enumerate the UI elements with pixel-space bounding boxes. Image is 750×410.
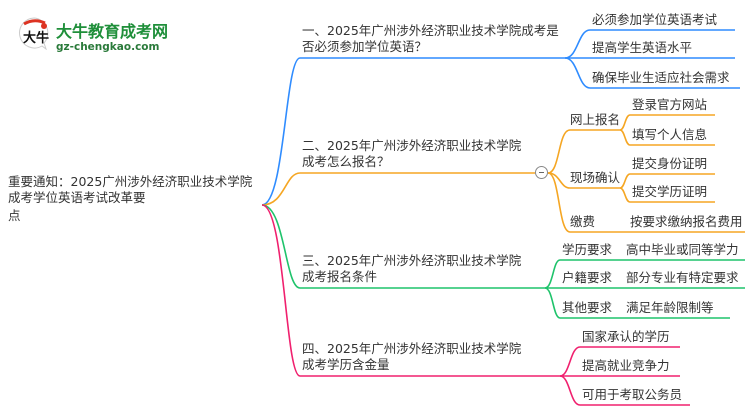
leaf[interactable]: 提交身份证明 bbox=[632, 156, 708, 171]
leaf[interactable]: 登录官方网站 bbox=[632, 97, 708, 112]
branch-4-lines bbox=[261, 204, 690, 406]
leaf[interactable]: 可用于考取公务员 bbox=[582, 387, 683, 402]
logo-url: gz-chengkao.com bbox=[56, 41, 160, 53]
logo-mark-icon: 大牛 bbox=[19, 17, 49, 50]
logo-title: 大牛教育成考网 bbox=[56, 22, 169, 41]
sub-node[interactable]: 其他要求 bbox=[562, 300, 613, 315]
leaf[interactable]: 高中毕业或同等学力 bbox=[626, 242, 739, 257]
root-node-line1: 重要通知：2025广州涉外经济职业技术学院成考学位英语考试改革要 bbox=[8, 174, 253, 205]
root-node-line2: 点 bbox=[8, 208, 21, 223]
leaf[interactable]: 必须参加学位英语考试 bbox=[592, 12, 718, 27]
sub-node[interactable]: 缴费 bbox=[570, 214, 596, 229]
leaf[interactable]: 提高学生英语水平 bbox=[592, 40, 693, 55]
leaf[interactable]: 满足年龄限制等 bbox=[626, 300, 714, 315]
branch-1-label[interactable]: 一、2025年广州涉外经济职业技术学院成考是否必须参加学位英语？ bbox=[302, 23, 559, 54]
branch-3-lines bbox=[261, 204, 745, 319]
leaf[interactable]: 提交学历证明 bbox=[632, 184, 708, 199]
leaf[interactable]: 提高就业竞争力 bbox=[582, 358, 670, 373]
collapse-toggle-button[interactable] bbox=[535, 166, 548, 179]
leaf[interactable]: 确保毕业生适应社会需求 bbox=[592, 70, 730, 85]
branch-1-lines bbox=[261, 29, 740, 206]
leaf[interactable]: 国家承认的学历 bbox=[582, 329, 670, 344]
leaf[interactable]: 填写个人信息 bbox=[632, 127, 708, 142]
branch-2-lines bbox=[261, 114, 745, 233]
logo: 大牛 大牛教育成考网 gz-chengkao.com bbox=[18, 14, 168, 56]
branch-4-label[interactable]: 四、2025年广州涉外经济职业技术学院成考学历含金量 bbox=[302, 341, 522, 372]
sub-node[interactable]: 现场确认 bbox=[570, 170, 621, 185]
branch-2-label[interactable]: 二、2025年广州涉外经济职业技术学院成考怎么报名？ bbox=[302, 138, 522, 169]
sub-node[interactable]: 网上报名 bbox=[570, 112, 621, 127]
branch-3-label[interactable]: 三、2025年广州涉外经济职业技术学院成考报名条件 bbox=[302, 253, 522, 284]
sub-node[interactable]: 户籍要求 bbox=[562, 270, 613, 285]
svg-text:大牛: 大牛 bbox=[23, 30, 49, 46]
leaf[interactable]: 部分专业有特定要求 bbox=[626, 270, 739, 285]
sub-node[interactable]: 学历要求 bbox=[562, 242, 613, 257]
leaf[interactable]: 按要求缴纳报名费用 bbox=[630, 214, 743, 229]
